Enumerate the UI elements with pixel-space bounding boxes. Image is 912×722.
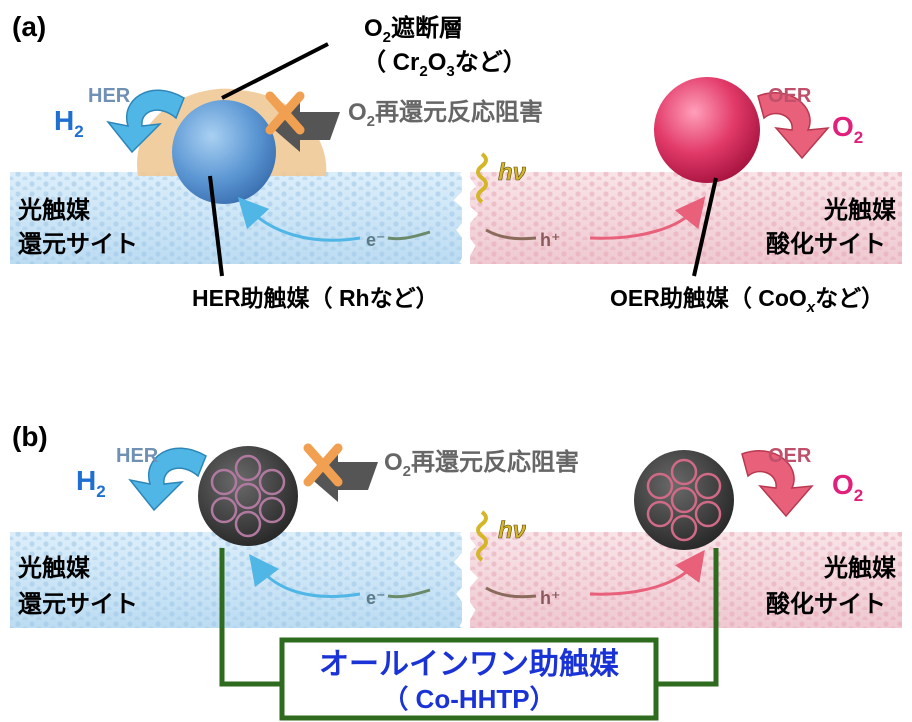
her-arrow-icon (106, 89, 185, 154)
right-site-line2: 酸化サイト (766, 230, 886, 258)
h2-label-b: H2 (76, 465, 106, 501)
oer-label: OER (768, 85, 812, 107)
her-allinone-sphere (198, 446, 298, 546)
allinone-box (279, 637, 659, 721)
hole-transfer-arrow-b (589, 549, 705, 596)
hv-label-b: hν (498, 517, 527, 544)
her-label-b: HER (116, 445, 159, 467)
panel-b-letter: (b) (12, 421, 48, 452)
h2-label: H2 (54, 105, 84, 141)
panel-a: (a) O2遮断層 （ Cr2O3など） H2 HER O2再還元反応阻害 OE… (10, 11, 902, 316)
hole-transfer-arrow (589, 196, 706, 240)
her-cocatalyst-label: HER助触媒（ Rhなど） (192, 285, 439, 311)
allinone-title: オールインワン助触媒 (319, 648, 620, 681)
o2-rereduction-label: O2再還元反応阻害 (348, 98, 543, 130)
oer-cocatalyst-pointer (692, 177, 718, 277)
inhibit-cross-icon-b (303, 443, 343, 487)
electron-label: e⁻ (366, 230, 386, 250)
panel-a-letter: (a) (12, 11, 46, 42)
left-site-line1: 光触媒 (17, 196, 91, 224)
band-crack-b (453, 530, 479, 630)
electron-tail (387, 230, 431, 241)
left-site-line2-b: 還元サイト (18, 590, 138, 618)
her-cocatalyst-pointer (208, 175, 224, 277)
band-crack (453, 170, 479, 266)
o2-layer-example: （ Cr2O3など） (362, 49, 527, 80)
o2-layer-title: O2遮断層 (364, 14, 463, 46)
hv-label: hν (498, 159, 527, 186)
oer-arrow-icon (757, 92, 830, 160)
left-site-line2: 還元サイト (18, 230, 138, 258)
light-wave-icon (476, 152, 488, 204)
oer-allinone-sphere (634, 450, 734, 550)
electron-label-b: e⁻ (366, 588, 386, 608)
right-site-line1: 光触媒 (823, 196, 897, 224)
electron-transfer-arrow-b (248, 554, 361, 598)
electron-tail-b (387, 588, 431, 599)
right-site-line1-b: 光触媒 (823, 554, 897, 582)
allinone-subtitle: （ Co-HHTP） (382, 684, 555, 714)
her-arrow-icon-b (128, 447, 207, 512)
panel-b: (b) H2 HER O2再還元反応阻害 OER O2 hν e⁻ h⁺ 光触媒… (10, 421, 902, 721)
oer-arrow-icon-b (741, 450, 814, 518)
her-label: HER (88, 85, 131, 107)
hole-label: h⁺ (540, 230, 561, 250)
o2-rereduction-label-b: O2再還元反応阻害 (384, 448, 579, 480)
left-site-line1-b: 光触媒 (17, 554, 91, 582)
o2-label-b: O2 (832, 469, 863, 505)
o2-layer-pointer (221, 42, 329, 100)
oer-label-b: OER (768, 445, 812, 467)
reduction-site-dots-b (10, 532, 462, 628)
hole-tail (485, 228, 537, 241)
light-wave-icon-b (476, 510, 488, 562)
right-site-line2-b: 酸化サイト (766, 590, 886, 618)
allinone-bracket (219, 548, 719, 687)
electron-transfer-arrow (237, 196, 361, 242)
oer-cocatalyst-label: OER助触媒（ CoOxなど） (610, 285, 884, 316)
inhibit-cross-icon (265, 91, 305, 135)
o2-label: O2 (832, 111, 863, 147)
oer-cocatalyst-sphere (654, 77, 760, 183)
her-cocatalyst-sphere (172, 100, 276, 204)
hole-tail-b (485, 586, 537, 599)
hole-label-b: h⁺ (540, 588, 561, 608)
